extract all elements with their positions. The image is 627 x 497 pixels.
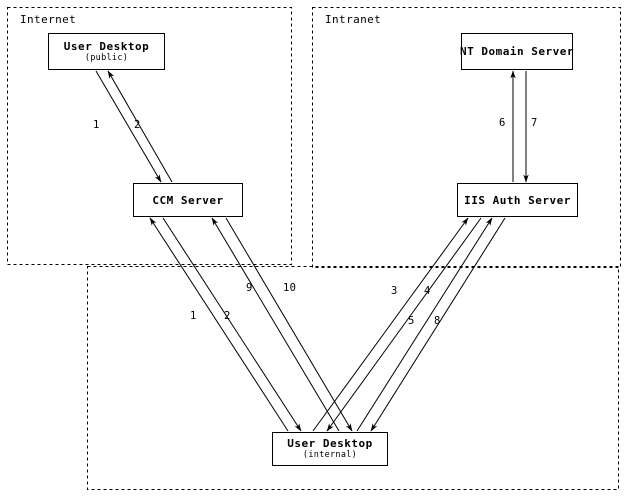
zone-borders-layer bbox=[7, 7, 621, 490]
node-title-iis-auth-server: IIS Auth Server bbox=[464, 193, 571, 207]
node-subtitle-user-desktop-public: (public) bbox=[84, 52, 129, 63]
edge-line-edge-9 bbox=[211, 217, 340, 432]
edge-label-edge-9: 9 bbox=[246, 282, 253, 294]
node-user-desktop-internal[interactable]: User Desktop(internal) bbox=[272, 432, 388, 466]
edge-label-edge-3: 3 bbox=[391, 285, 398, 297]
edge-line-edge-10 bbox=[225, 217, 353, 432]
edge-label-edge-7: 7 bbox=[531, 117, 538, 129]
edge-label-edge-2-lower: 2 bbox=[224, 310, 231, 322]
edge-label-edge-2: 2 bbox=[134, 119, 141, 131]
edge-label-edge-1: 1 bbox=[93, 119, 100, 131]
edge-line-edge-1-lower bbox=[149, 217, 289, 432]
node-title-nt-domain-server: NT Domain Server bbox=[460, 45, 574, 58]
node-user-desktop-public[interactable]: User Desktop(public) bbox=[48, 33, 165, 70]
edge-label-edge-8: 8 bbox=[434, 315, 441, 327]
edge-line-edge-8 bbox=[370, 217, 506, 432]
edge-line-edge-1 bbox=[95, 70, 162, 183]
node-nt-domain-server[interactable]: NT Domain Server bbox=[460, 33, 574, 70]
node-title-ccm-server: CCM Server bbox=[152, 193, 224, 207]
zone-border-internal-lan bbox=[87, 266, 619, 490]
node-ccm-server[interactable]: CCM Server bbox=[133, 183, 243, 217]
edge-label-edge-1-lower: 1 bbox=[190, 310, 197, 322]
node-iis-auth-server[interactable]: IIS Auth Server bbox=[457, 183, 578, 217]
node-title-user-desktop-internal: User Desktop bbox=[287, 437, 373, 450]
zone-label-intranet: Intranet bbox=[325, 13, 382, 26]
edge-line-edge-3 bbox=[312, 217, 469, 432]
edge-line-edge-2 bbox=[107, 70, 173, 183]
edge-label-edge-10: 10 bbox=[283, 282, 297, 294]
edges-layer bbox=[95, 70, 529, 432]
node-title-user-desktop-public: User Desktop bbox=[63, 39, 150, 53]
edge-label-edge-5: 5 bbox=[408, 315, 415, 327]
zone-label-internet: Internet bbox=[20, 13, 77, 26]
edge-label-edge-4: 4 bbox=[424, 285, 431, 297]
node-subtitle-user-desktop-internal: (internal) bbox=[302, 450, 358, 460]
edge-line-edge-5 bbox=[356, 217, 493, 432]
edge-line-edge-2-lower bbox=[162, 217, 302, 432]
edge-line-edge-4 bbox=[326, 217, 482, 432]
edge-label-edge-6: 6 bbox=[499, 117, 506, 129]
zone-border-intranet bbox=[312, 7, 621, 268]
